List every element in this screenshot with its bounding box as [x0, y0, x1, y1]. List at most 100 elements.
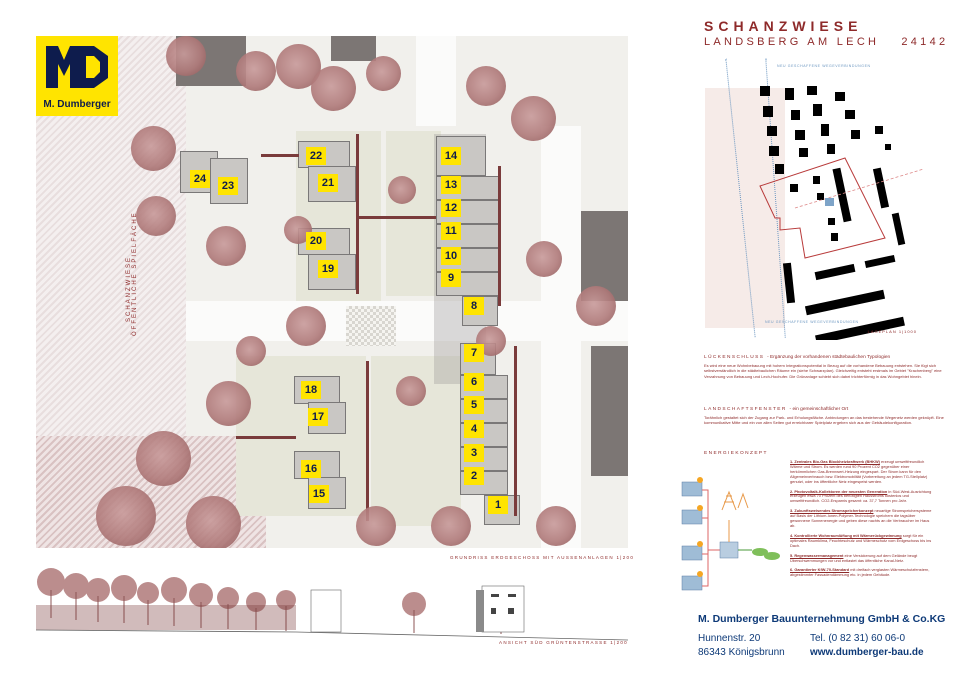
site-boundary-icon [759, 157, 923, 259]
building [875, 126, 883, 134]
hedge [356, 134, 359, 294]
unit-badge-8: 8 [464, 297, 484, 315]
central-plaza [346, 306, 396, 346]
unit-badge-11: 11 [441, 222, 461, 240]
energy-item-text: erzeugt umweltfreundlich Wärme und Strom… [790, 459, 928, 484]
lageplan-caption: LAGEPLAN 1|1000 [867, 329, 917, 334]
unit-badge-14: 14 [441, 147, 461, 165]
section-lueckenschluss: LÜCKENSCHLUSS - Ergänzung der vorhandene… [704, 355, 944, 379]
building [785, 88, 794, 100]
hedge [514, 346, 517, 516]
energy-concept-list: 1. Zentrales Bio-Gas Blockheizkraftwerk … [790, 459, 935, 583]
hedge [356, 216, 436, 219]
tree [356, 506, 396, 546]
energy-item-text: in Süd-West-Ausrichtung erzeugen etwa 70… [790, 488, 932, 504]
building [813, 176, 820, 184]
building [835, 92, 845, 101]
site-plan: 24 23 22 21 20 19 14 13 12 11 10 9 8 7 6… [36, 36, 628, 548]
building [831, 233, 838, 241]
unit-badge-1: 1 [488, 496, 508, 514]
building [851, 130, 860, 139]
energy-item-title: 2. Photovoltaik-Kollektoren der neuesten… [790, 488, 888, 494]
company-address: Hunnenstr. 20 86343 Königsbrunn [698, 632, 785, 660]
company-logo: M. Dumberger [36, 36, 118, 116]
energy-item: 5. Regenwassermanagement eine Versickeru… [790, 552, 935, 564]
tree [206, 226, 246, 266]
building [813, 104, 822, 116]
unit-badge-5: 5 [464, 396, 484, 414]
energy-item-title: 6. Garantierter KfW-70-Standard [790, 567, 850, 573]
tree [526, 241, 562, 277]
tree [136, 196, 176, 236]
house-21 [308, 166, 356, 202]
energy-item: 2. Photovoltaik-Kollektoren der neuesten… [790, 488, 935, 505]
unit-badge-15: 15 [309, 485, 329, 503]
energy-item-text: neuartige Stromspeichersysteme auf Basis… [790, 508, 932, 528]
house-23 [210, 158, 248, 204]
heading-text: LÜCKENSCHLUSS [704, 355, 765, 360]
section-body: Torähnlich gestaltet sich der Zugang zur… [704, 415, 944, 426]
building [845, 110, 855, 119]
tree [136, 431, 191, 486]
energy-item-title: 5. Regenwassermanagement [790, 552, 844, 558]
building [767, 126, 777, 136]
tree [131, 126, 176, 171]
heading-text: LANDSCHAFTSFENSTER [704, 407, 787, 412]
unit-badge-10: 10 [441, 247, 461, 265]
building [817, 193, 824, 200]
tree [396, 376, 426, 406]
section-landschaftsfenster: LANDSCHAFTSFENSTER - ein gemeinschaftlic… [704, 407, 944, 426]
tree [311, 66, 356, 111]
lageplan-map: NEU GESCHAFFENE WEGEVERBINDUNGEN [705, 58, 923, 340]
section-heading: LANDSCHAFTSFENSTER - ein gemeinschaftlic… [704, 407, 944, 412]
unit-badge-20: 20 [306, 232, 326, 250]
hedge [261, 154, 299, 157]
unit-badge-2: 2 [464, 467, 484, 485]
elevation-caption: ANSICHT SÜD GRÜNTENSTRASSE 1|200 [499, 640, 628, 645]
existing-building [591, 346, 628, 476]
unit-badge-17: 17 [308, 408, 328, 426]
energy-item: 3. Zukunftsweisendes Stromspeicherkonzep… [790, 508, 935, 529]
building [807, 86, 817, 95]
tree [236, 336, 266, 366]
elevation-drawing-icon [35, 568, 629, 641]
energy-item-text: eine Versickerung auf dem Gelände beugt … [790, 552, 918, 563]
tree [536, 506, 576, 546]
building [791, 110, 800, 120]
energy-item-text: sorgt für ein optimales Raumklima, Feuch… [790, 532, 932, 548]
address-city: 86343 Königsbrunn [698, 647, 785, 658]
park-label: SCHANZWIESE ÖFFENTLICHE SPIELFÄCHE [126, 211, 138, 336]
unit-badge-13: 13 [441, 176, 461, 194]
energy-concept-diagram-icon [681, 477, 780, 591]
unit-badge-7: 7 [464, 344, 484, 362]
energy-item: 6. Garantierter KfW-70-Standard mit drei… [790, 567, 935, 578]
section-body: Es wird eine neue Wohnbebauung mit hohem… [704, 363, 942, 379]
tree [236, 51, 276, 91]
tree [466, 66, 506, 106]
building [760, 86, 770, 96]
tree [388, 176, 416, 204]
site-plan-caption-text: GRUNDRISS ERDGESCHOSS MIT AUSSENANLAGEN … [450, 555, 635, 560]
tree [431, 506, 471, 546]
south-elevation: ANSICHT SÜD GRÜNTENSTRASSE 1|200 [35, 560, 629, 645]
unit-badge-4: 4 [464, 420, 484, 438]
building [775, 164, 784, 174]
heading-sub: - Ergänzung der vorhandenen städtebaulic… [767, 355, 891, 360]
company-contact: Tel. (0 82 31) 60 06-0 www.dumberger-bau… [810, 632, 924, 660]
unit-badge-12: 12 [441, 199, 461, 217]
tree [576, 286, 616, 326]
unit-badge-24: 24 [190, 170, 210, 188]
building [885, 144, 891, 150]
energy-item-title: 3. Zukunftsweisendes Stromspeicherkonzep… [790, 508, 874, 514]
unit-badge-19: 19 [318, 260, 338, 278]
existing-building [331, 36, 376, 61]
section-heading: LÜCKENSCHLUSS - Ergänzung der vorhandene… [704, 355, 944, 360]
md-logo-icon [46, 46, 108, 88]
website-link[interactable]: www.dumberger-bau.de [810, 647, 924, 658]
tree [511, 96, 556, 141]
building [763, 106, 773, 117]
heading-sub: - ein gemeinschaftlicher Ort [789, 407, 849, 412]
project-number: 24142 [901, 36, 949, 48]
building [790, 184, 798, 192]
